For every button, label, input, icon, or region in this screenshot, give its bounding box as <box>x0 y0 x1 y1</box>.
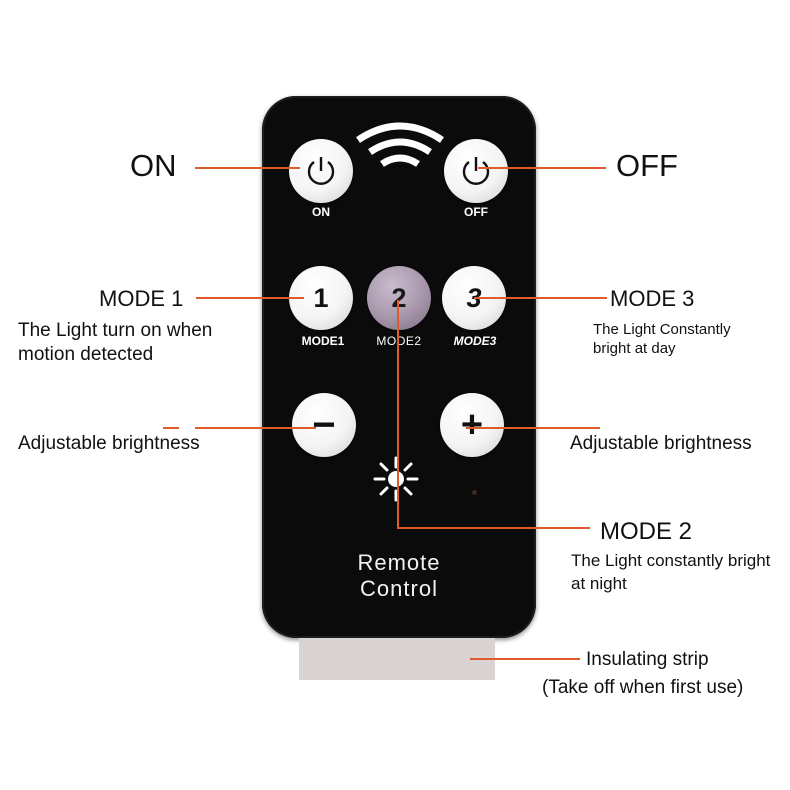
brightness-plus-button[interactable]: + <box>440 393 504 457</box>
callout-brightness-right: Adjustable brightness <box>570 433 752 454</box>
callout-mode3-desc-line1: The Light Constantly <box>593 321 731 338</box>
callout-strip-desc: (Take off when first use) <box>542 677 744 698</box>
callout-off: OFF <box>616 148 678 183</box>
callout-mode1-desc-line2: motion detected <box>18 344 154 365</box>
callout-mode1-title: MODE 1 <box>99 286 184 311</box>
remote-title-line1: Remote <box>357 550 441 575</box>
callout-on: ON <box>130 148 177 183</box>
callout-line-mode2 <box>397 300 590 529</box>
on-button-label: ON <box>312 205 330 219</box>
callout-mode2-desc-line2: at night <box>571 574 627 593</box>
callout-mode3-desc-line2: bright at day <box>593 340 676 357</box>
off-button[interactable] <box>444 139 508 203</box>
on-button[interactable] <box>289 139 353 203</box>
insulating-strip <box>299 638 495 680</box>
indicator-dot <box>472 490 477 495</box>
callout-strip-title: Insulating strip <box>586 649 709 670</box>
brightness-minus-button[interactable]: − <box>292 393 356 457</box>
callout-mode2-desc-line1: The Light constantly bright <box>571 551 771 570</box>
sun-brightness-icon <box>373 456 419 502</box>
mode1-button-label: MODE1 <box>301 334 345 348</box>
callout-mode1-desc-line1: The Light turn on when <box>18 320 213 341</box>
callout-mode3-title: MODE 3 <box>610 286 695 311</box>
wireless-signal-icon <box>356 122 444 168</box>
power-icon <box>307 157 335 185</box>
remote-title-line2: Control <box>360 576 438 601</box>
callout-mode2-title: MODE 2 <box>600 518 693 545</box>
callout-brightness-left: Adjustable brightness <box>18 433 200 454</box>
off-button-label: OFF <box>464 205 488 219</box>
mode3-button-label: MODE3 <box>453 334 497 348</box>
